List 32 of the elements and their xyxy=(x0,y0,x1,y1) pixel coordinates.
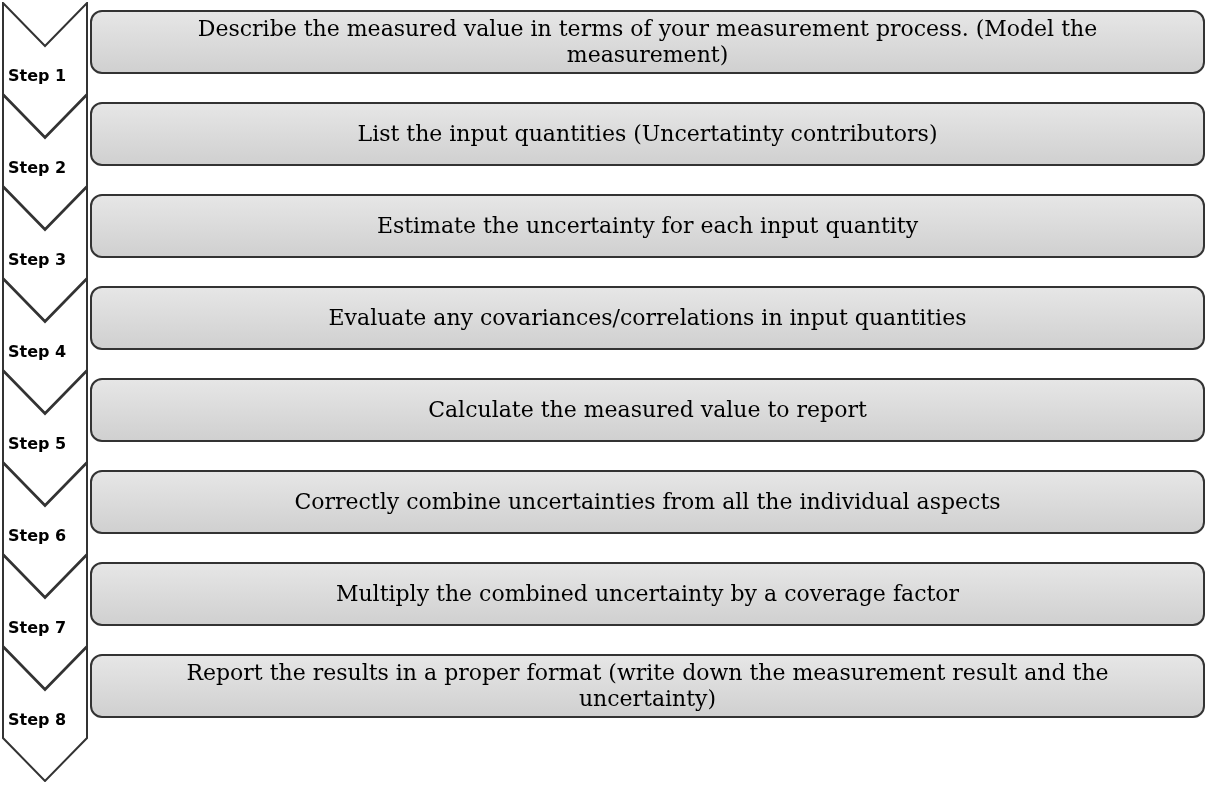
step-description: Describe the measured value in terms of your measurement process. (Model the measurement) xyxy=(196,16,1099,68)
step-marker xyxy=(2,462,88,598)
step-box xyxy=(90,562,1205,626)
step-box xyxy=(90,102,1205,166)
step-description: List the input quantities (Uncertatinty contributors) xyxy=(356,121,939,147)
step-marker xyxy=(2,94,88,230)
step-description: Evaluate any covariances/correlations in input quantities xyxy=(327,305,968,331)
step-marker xyxy=(2,278,88,414)
step-description: Estimate the uncertainty for each input quantity xyxy=(375,213,920,239)
step-description: Correctly combine uncertainties from all the individual aspects xyxy=(293,489,1002,515)
step-description: Multiply the combined uncertainty by a coverage factor xyxy=(334,581,961,607)
step-label: Step 4 xyxy=(8,342,67,361)
step-description: Report the results in a proper format (write down the measurement result and the uncertainty) xyxy=(185,660,1110,712)
step-label: Step 6 xyxy=(8,526,67,545)
step-label: Step 7 xyxy=(8,618,67,637)
step-box xyxy=(90,654,1205,718)
step-marker xyxy=(2,554,88,690)
step-box xyxy=(90,470,1205,534)
step-label: Step 5 xyxy=(8,434,67,453)
step-label: Step 8 xyxy=(8,710,67,729)
step-label: Step 2 xyxy=(8,158,67,177)
step-label: Step 3 xyxy=(8,250,67,269)
step-marker xyxy=(2,2,88,138)
step-box xyxy=(90,378,1205,442)
step-description: Calculate the measured value to report xyxy=(427,397,868,423)
step-box xyxy=(90,286,1205,350)
step-marker xyxy=(2,646,88,782)
step-box xyxy=(90,10,1205,74)
step-label: Step 1 xyxy=(8,66,67,85)
step-box xyxy=(90,194,1205,258)
step-marker xyxy=(2,370,88,506)
step-marker xyxy=(2,186,88,322)
